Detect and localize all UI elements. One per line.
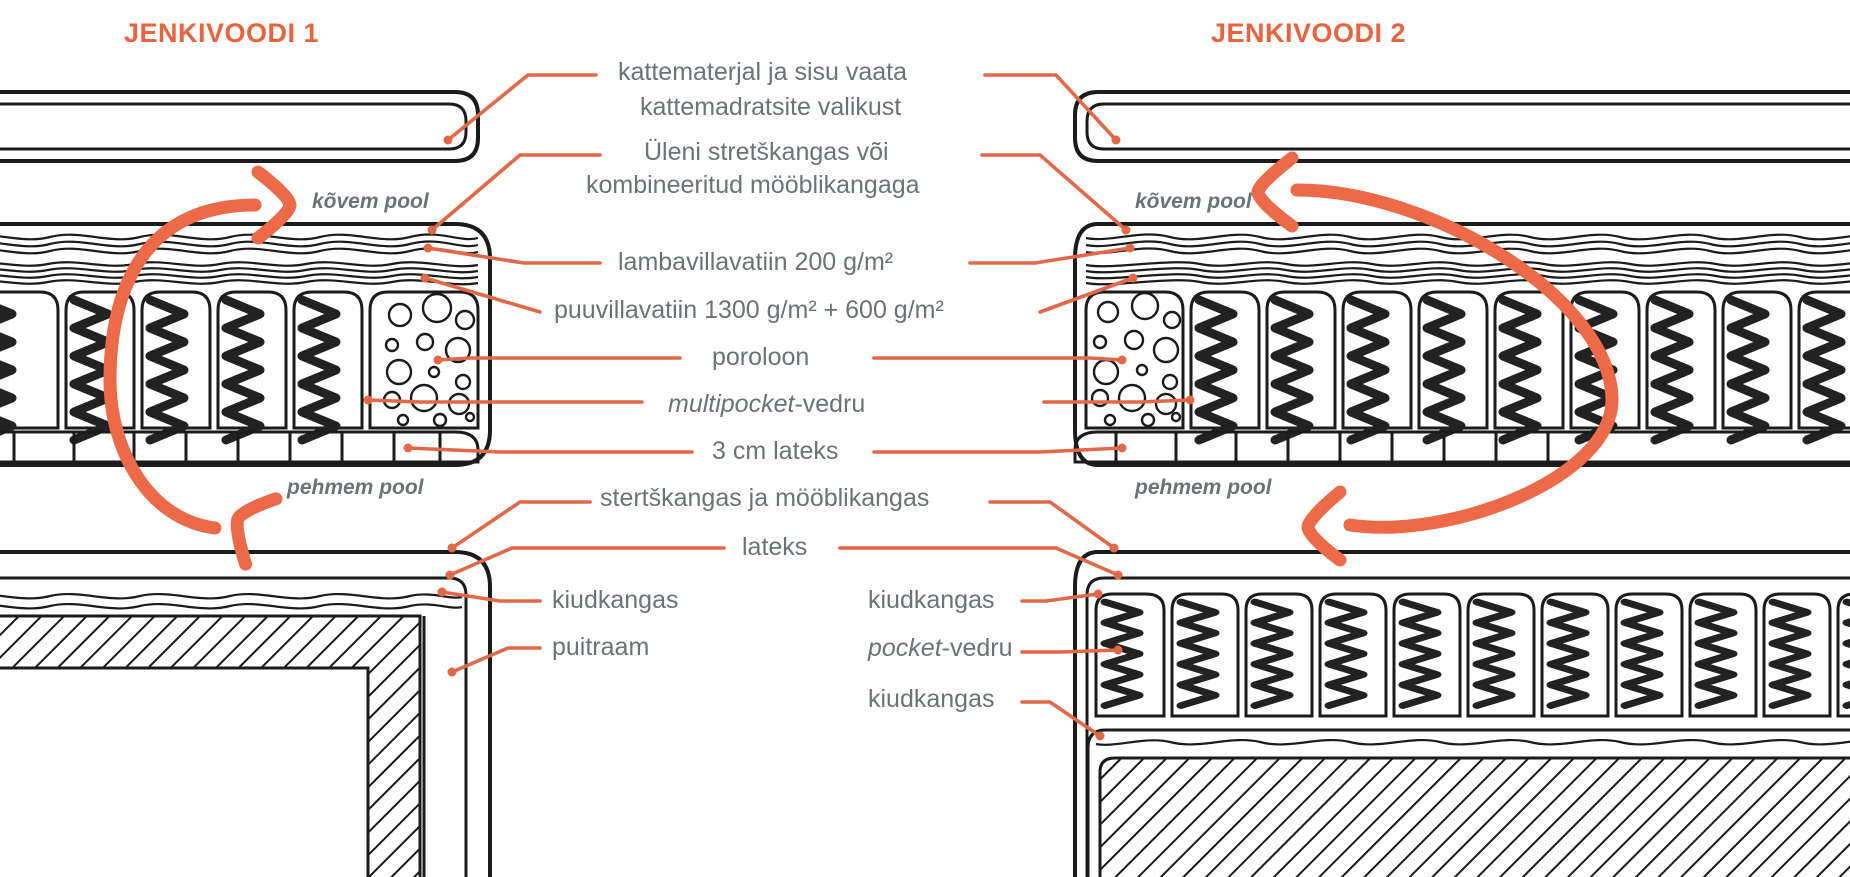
label-multipocket-italic: multipocket <box>668 390 795 418</box>
label-wood-frame: puitraam <box>552 633 650 661</box>
right-pocket-springs <box>1084 290 1850 440</box>
label-cover-line2: kattemadratsite valikust <box>640 93 902 121</box>
left-base-frame <box>0 550 492 877</box>
right-mattress <box>1073 222 1850 467</box>
title-left: JENKIVOODI 1 <box>124 18 320 48</box>
label-multipocket-rest: -vedru <box>794 390 866 418</box>
left-foam-block <box>368 290 480 430</box>
right-foam-block <box>1084 290 1185 430</box>
left-firm-side-label: kõvem pool <box>312 190 429 213</box>
label-fibre-right-bottom: kiudkangas <box>868 685 995 713</box>
label-pocket-rest: -vedru <box>941 634 1013 662</box>
label-wool: lambavillavatiin 200 g/m² <box>618 248 894 276</box>
label-foam: poroloon <box>712 343 810 371</box>
right-rotation-arrow <box>1251 151 1619 567</box>
label-pocket-italic: pocket <box>868 634 942 662</box>
right-base-frame <box>1073 550 1850 877</box>
left-rotation-arrow <box>103 165 297 571</box>
right-latex-base <box>1073 430 1850 464</box>
label-stretch-line1: Üleni stretškangas või <box>644 138 889 166</box>
label-cover-line1: kattematerjal ja sisu vaata <box>618 58 908 86</box>
label-cotton: puuvillavatiin 1300 g/m² + 600 g/m² <box>554 296 944 324</box>
left-topper-outline <box>0 90 480 163</box>
right-topper-outline <box>1073 90 1850 163</box>
left-mattress <box>0 222 492 467</box>
label-fibre-left: kiudkangas <box>552 586 679 614</box>
left-soft-side-label: pehmem pool <box>287 476 424 499</box>
right-soft-side-label: pehmem pool <box>1135 476 1272 499</box>
label-stretch-line2: kombineeritud mööblikangaga <box>586 171 920 199</box>
left-pocket-springs <box>0 290 480 440</box>
label-latex: lateks <box>742 533 808 561</box>
label-pocket: pocket-vedru <box>868 634 1013 663</box>
left-latex-base <box>0 430 480 464</box>
title-right: JENKIVOODI 2 <box>1211 18 1407 48</box>
right-firm-side-label: kõvem pool <box>1135 190 1252 213</box>
label-fibre-right-top: kiudkangas <box>868 586 995 614</box>
leader-lines <box>363 73 1195 741</box>
label-multipocket: multipocket-vedru <box>668 390 865 419</box>
right-base-springs <box>1094 592 1850 718</box>
label-stretch-furniture: stertškangas ja mööblikangas <box>600 484 930 512</box>
label-latex3: 3 cm lateks <box>712 437 839 465</box>
